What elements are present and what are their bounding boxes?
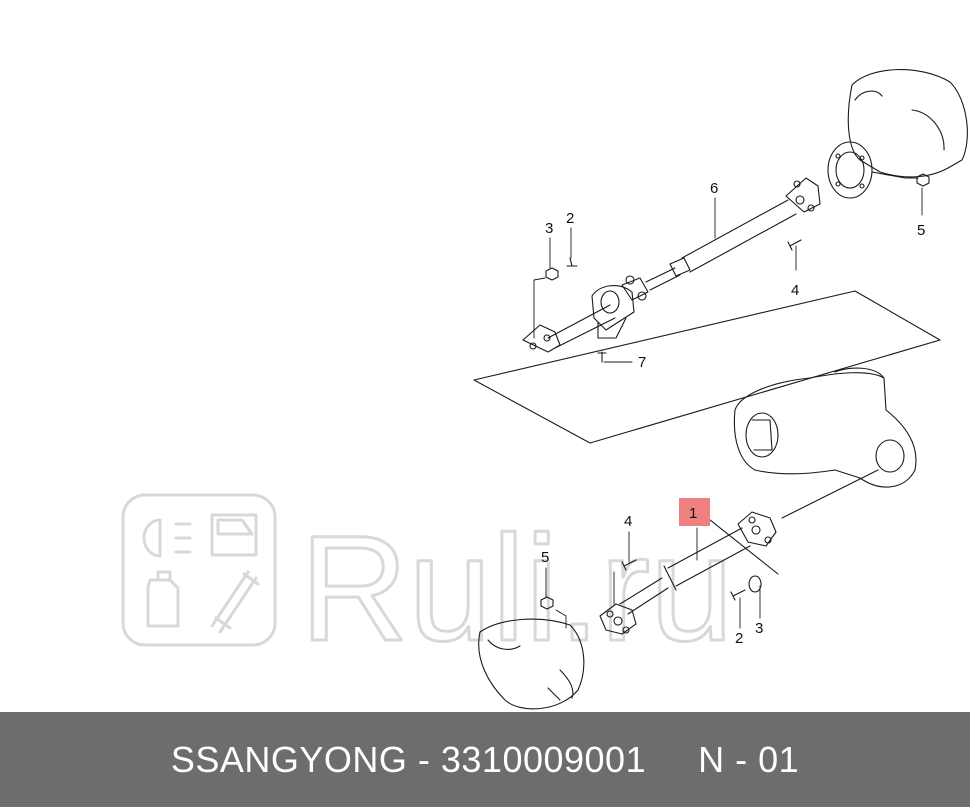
bolt-4-upper [787,239,802,251]
nut-5-upper [916,173,930,187]
callout-4-upper: 4 [791,282,799,299]
callout-1-lower: 1 [689,505,697,522]
part-number-footer: SSANGYONG - 3310009001 N - 01 [0,712,970,807]
diagram-reference: N - 01 [698,738,800,780]
brand-and-part-number: SSANGYONG - 3310009001 [170,738,647,780]
nut-3-upper [545,267,559,281]
watermark-door-icon [210,513,258,557]
front-propeller-shaft [599,511,777,635]
callout-5-upper: 5 [917,222,925,239]
front-differential-housing [478,618,585,710]
parts-diagram: Ruli.ru [121,69,968,710]
upper-assembly-outline [473,290,941,444]
lower-leader-lines [545,527,761,629]
bolt-7-upper [597,351,607,363]
bolt-2-lower [730,589,746,601]
callouts-upper: 2 3 6 4 5 7 [545,180,925,371]
bolt-4-lower [621,559,637,571]
callout-3-lower: 3 [755,620,763,637]
center-bearing [591,285,635,331]
watermark-canister-icon [146,570,180,628]
callout-2-lower: 2 [735,630,743,647]
callouts-lower: 1 4 5 2 3 [541,505,763,647]
watermark-shock-absorber-icon [210,570,260,634]
watermark-logo-frame [121,493,277,647]
callout-7-upper: 7 [638,354,646,371]
transfer-case-housing [733,367,917,519]
lower-fasteners [540,559,762,610]
callout-3-upper: 3 [545,220,553,237]
callout-4-lower: 4 [624,513,632,530]
watermark: Ruli.ru [121,493,735,674]
callout-2-upper: 2 [566,210,574,227]
watermark-text: Ruli.ru [300,504,733,672]
upper-leader-lines [533,187,923,363]
upper-fasteners [545,173,930,363]
bolt-2-upper [566,257,578,267]
rear-differential-housing [827,69,968,199]
callout-5-lower: 5 [541,549,549,566]
nut-5-lower [540,596,554,610]
washer-3-lower [748,575,762,593]
watermark-lamp-icon [142,518,192,558]
callout-6-upper: 6 [710,180,718,197]
rear-propeller-shaft [522,177,821,353]
highlight-callout-1 [679,498,710,526]
